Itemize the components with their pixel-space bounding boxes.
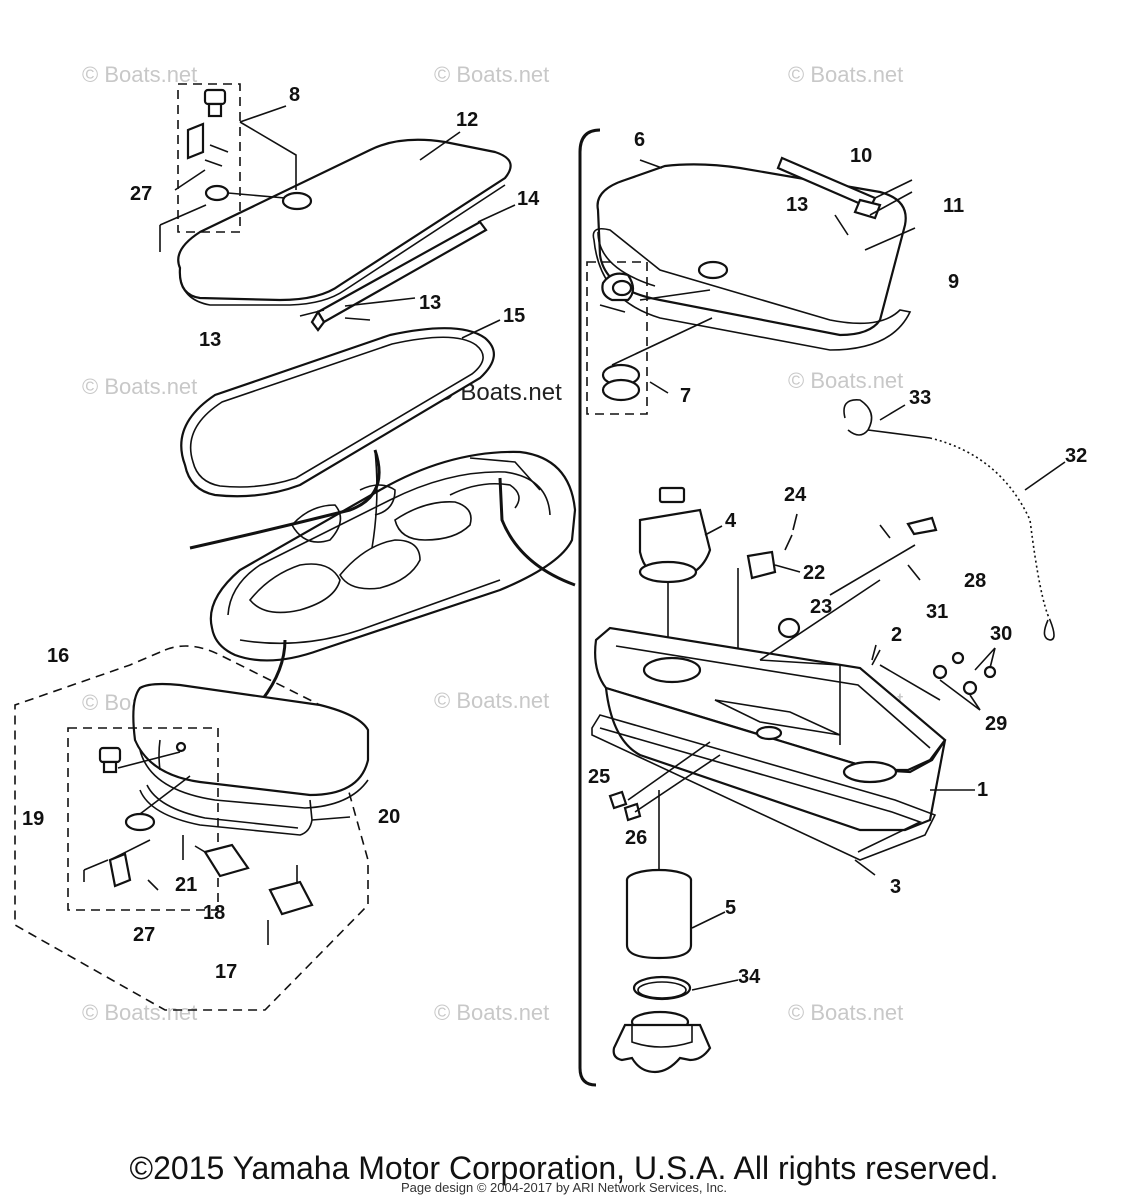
part-label: 30 <box>990 623 1012 645</box>
part-label: 28 <box>964 570 986 592</box>
copyright-notice: ©2015 Yamaha Motor Corporation, U.S.A. A… <box>129 1150 999 1186</box>
part-label: 17 <box>215 961 237 983</box>
part-label: 14 <box>517 188 540 210</box>
watermark: © Boats.net <box>434 688 549 713</box>
hinge-14 <box>299 204 516 332</box>
arrow-line <box>371 449 378 549</box>
part-label: 13 <box>199 329 221 351</box>
hinge-10 <box>776 156 916 251</box>
part-labels: 1 2 3 4 5 6 7 8 9 10 11 12 13 13 13 14 1… <box>22 84 1087 988</box>
cup-base <box>612 1010 712 1074</box>
part-label: 4 <box>725 510 737 532</box>
part-label: 2 <box>891 624 902 646</box>
lid-6 <box>596 159 907 337</box>
part-label: 23 <box>810 596 832 618</box>
part-label: 9 <box>948 271 959 293</box>
watermark: © Boats.net <box>82 62 197 87</box>
gasket-3 <box>591 714 937 876</box>
group-bracket <box>578 128 601 1087</box>
nuts-29-30 <box>932 647 997 711</box>
seal-9 <box>592 227 912 351</box>
boat-hull <box>209 450 577 662</box>
watermark: © Boats.net <box>788 368 903 393</box>
part-label: 15 <box>503 305 525 327</box>
part-label: 19 <box>22 808 44 830</box>
nuts-25-26 <box>608 741 721 822</box>
part-label: 27 <box>133 924 155 946</box>
arrow-line <box>189 449 381 550</box>
lock-group-box <box>67 727 219 911</box>
part-label: 29 <box>985 713 1007 735</box>
part-label: 18 <box>203 902 225 924</box>
part-label: 16 <box>47 645 69 667</box>
part-label: 26 <box>625 827 647 849</box>
part-label: 1 <box>977 779 988 801</box>
arrow-line <box>498 477 576 587</box>
watermark: © Boats.net <box>788 1000 903 1025</box>
part-label: 21 <box>175 874 197 896</box>
arrow-line <box>260 639 287 701</box>
watermark: © Boats.net <box>82 1000 197 1025</box>
part-label: 3 <box>890 876 901 898</box>
watermark: © Boats.net <box>788 62 903 87</box>
part-label: 24 <box>784 484 807 506</box>
box-1 <box>594 516 975 832</box>
lanyard-32 <box>843 399 1066 641</box>
part-label: 13 <box>786 194 808 216</box>
seal-20 <box>139 784 351 836</box>
part-label: 5 <box>725 897 736 919</box>
screw-2 <box>871 644 941 701</box>
lock-group-box <box>177 83 241 233</box>
glovebox-group-outline <box>14 645 369 1011</box>
part-label: 34 <box>738 966 761 988</box>
part-label: 6 <box>634 129 645 151</box>
switch-4 <box>638 486 723 658</box>
hinge-18 <box>182 835 314 945</box>
lock-7 <box>599 272 713 402</box>
part-label: 22 <box>803 562 825 584</box>
watermark: © Boats.net <box>434 1000 549 1025</box>
lock-group-box <box>586 261 648 415</box>
lid-16 <box>132 682 370 809</box>
lock-8 <box>159 88 297 252</box>
seal-15 <box>180 319 501 498</box>
ring-34 <box>632 975 739 1001</box>
part-label: 10 <box>850 145 872 167</box>
part-label: 27 <box>130 183 152 205</box>
lid-12 <box>177 131 512 306</box>
part-label: 32 <box>1065 445 1087 467</box>
part-label: 8 <box>289 84 300 106</box>
part-label: 20 <box>378 806 400 828</box>
part-label: 13 <box>419 292 441 314</box>
watermark: © Boats.net <box>82 374 197 399</box>
cup-5 <box>625 790 726 960</box>
lock-19 <box>83 746 191 891</box>
part-label: 25 <box>588 766 610 788</box>
part-label: 33 <box>909 387 931 409</box>
part-label: 31 <box>926 601 948 623</box>
watermark: © Boats.net <box>434 62 549 87</box>
part-label: 11 <box>943 195 964 217</box>
page-credit: Page design © 2004-2017 by ARI Network S… <box>400 1180 728 1195</box>
part-label: 7 <box>680 385 691 407</box>
part-label: 12 <box>456 109 478 131</box>
